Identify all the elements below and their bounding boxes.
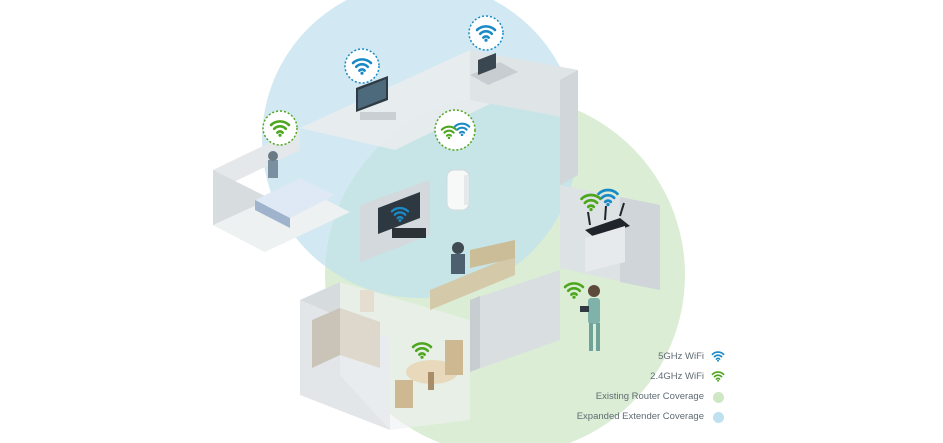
legend-label-24ghz: 2.4GHz WiFi xyxy=(650,371,704,382)
wifi-badge-laptop-desk xyxy=(469,16,503,50)
legend-item-24ghz: 2.4GHz WiFi xyxy=(560,368,730,388)
legend-item-router-coverage: Existing Router Coverage xyxy=(560,388,730,408)
wifi-24ghz-icon xyxy=(710,370,726,384)
wifi-5ghz-icon xyxy=(710,350,726,364)
legend: 5GHz WiFi 2.4GHz WiFi Existing Router Co… xyxy=(560,348,730,428)
legend-item-extender-coverage: Expanded Extender Coverage xyxy=(560,408,730,428)
legend-label-router-coverage: Existing Router Coverage xyxy=(596,391,704,402)
legend-label-5ghz: 5GHz WiFi xyxy=(658,351,704,362)
legend-item-5ghz: 5GHz WiFi xyxy=(560,348,730,368)
legend-label-extender-coverage: Expanded Extender Coverage xyxy=(577,411,704,422)
extender-coverage-swatch xyxy=(713,412,724,423)
range-extender xyxy=(447,170,469,210)
wifi-badge-bedroom xyxy=(263,111,297,145)
router-coverage-swatch xyxy=(713,392,724,403)
wifi-badge-tv xyxy=(345,49,379,83)
wifi-badge-extender xyxy=(435,110,475,150)
